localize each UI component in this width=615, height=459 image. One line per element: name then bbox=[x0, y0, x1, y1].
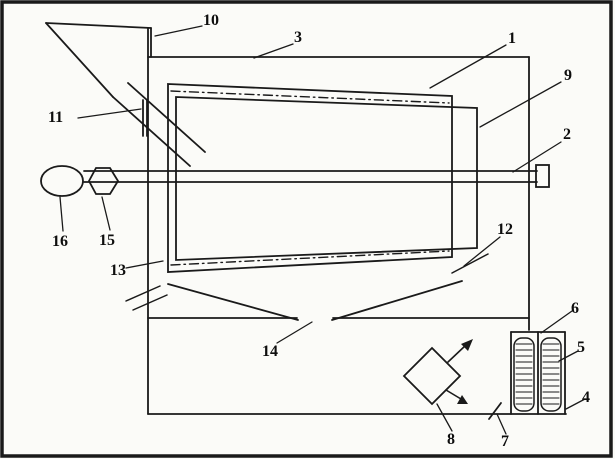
shaft-end-cap bbox=[535, 164, 550, 188]
part-label-15: 15 bbox=[99, 232, 115, 249]
part-label-1: 1 bbox=[508, 30, 516, 47]
part-label-10: 10 bbox=[203, 12, 219, 29]
part-label-4: 4 bbox=[582, 389, 590, 406]
deflector-plate bbox=[402, 346, 462, 406]
arrow-up-icon bbox=[461, 339, 473, 351]
part-label-5: 5 bbox=[577, 339, 585, 356]
screen-mesh-bottom bbox=[170, 250, 450, 266]
part-label-14: 14 bbox=[262, 343, 278, 360]
part-label-9: 9 bbox=[564, 67, 572, 84]
part-label-3: 3 bbox=[294, 29, 302, 46]
part-label-13: 13 bbox=[110, 262, 126, 279]
bag-compartment bbox=[510, 331, 566, 415]
part-label-16: 16 bbox=[52, 233, 68, 250]
part-label-6: 6 bbox=[571, 300, 579, 317]
part-label-7: 7 bbox=[501, 433, 509, 450]
leader-lines bbox=[59, 25, 586, 435]
housing-outline bbox=[147, 27, 567, 415]
collection-bag-left bbox=[513, 337, 535, 412]
screen-drum bbox=[167, 83, 478, 273]
drive-unit bbox=[40, 165, 120, 197]
feed-hopper bbox=[45, 22, 206, 167]
flow-arrows bbox=[445, 339, 473, 404]
coupling-hex bbox=[87, 167, 120, 195]
underflow-marks bbox=[125, 253, 489, 311]
drive-motor bbox=[40, 165, 84, 197]
drive-shaft bbox=[83, 164, 550, 188]
discharge-funnel bbox=[167, 280, 463, 321]
outlet-notch bbox=[488, 402, 502, 420]
part-label-2: 2 bbox=[563, 126, 571, 143]
part-label-8: 8 bbox=[447, 431, 455, 448]
bag-hatching bbox=[515, 343, 560, 405]
screen-mesh-top bbox=[170, 90, 450, 104]
part-label-12: 12 bbox=[497, 221, 513, 238]
collection-bag-right bbox=[540, 337, 562, 412]
part-label-11: 11 bbox=[48, 109, 64, 126]
arrow-down-icon bbox=[457, 395, 468, 404]
inner-drum bbox=[175, 96, 478, 261]
